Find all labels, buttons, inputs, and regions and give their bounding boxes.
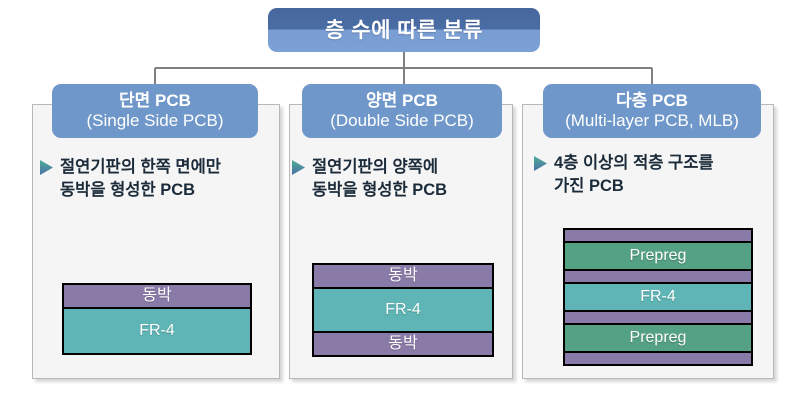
layer-label: 동박 (388, 267, 418, 284)
layer-Prepreg: Prepreg (565, 243, 751, 269)
triangle-right-icon (534, 156, 547, 171)
bullet-single-side: 절연기판의 한쪽 면에만 동박을 형성한 PCB (40, 156, 278, 202)
page-title: 층 수에 따른 분류 (325, 18, 483, 42)
layer-copper-thin (565, 353, 751, 364)
single-side-stack: 동박 FR-4 (62, 283, 252, 355)
layer-copper-thin (565, 312, 751, 323)
layer-label: 동박 (142, 287, 172, 304)
triangle-right-icon (292, 160, 305, 175)
category-title-en: (Single Side PCB) (86, 111, 224, 130)
layer-copper-thin (565, 230, 751, 241)
layer-동박: 동박 (64, 285, 250, 307)
layer-label: FR-4 (139, 322, 175, 339)
category-header-double-side: 양면 PCB (Double Side PCB) (302, 84, 502, 138)
category-header-multi-layer: 다층 PCB (Multi-layer PCB, MLB) (543, 84, 761, 138)
layer-label: 동박 (388, 335, 418, 352)
layer-동박: 동박 (314, 333, 492, 355)
category-title-ko: 단면 PCB (119, 91, 191, 111)
bullet-multi-layer: 4층 이상의 적층 구조를 가진 PCB (534, 152, 782, 198)
category-title-ko: 양면 PCB (366, 91, 438, 111)
layer-copper-thin (565, 271, 751, 282)
layer-label: Prepreg (629, 329, 687, 346)
layer-label: FR-4 (640, 288, 676, 305)
double-side-stack: 동박 FR-4 동박 (312, 263, 494, 357)
triangle-right-icon (40, 160, 53, 175)
layer-label: Prepreg (629, 247, 687, 264)
layer-동박: 동박 (314, 265, 492, 287)
category-title-en: (Double Side PCB) (330, 111, 474, 130)
bullet-text: 4층 이상의 적층 구조를 가진 PCB (554, 154, 714, 195)
category-title-en: (Multi-layer PCB, MLB) (565, 111, 739, 130)
layer-FR-4: FR-4 (314, 289, 492, 331)
diagram-title-box: 층 수에 따른 분류 (268, 8, 540, 52)
category-title-ko: 다층 PCB (616, 91, 688, 111)
bullet-text: 절연기판의 한쪽 면에만 동박을 형성한 PCB (60, 158, 221, 199)
layer-label: FR-4 (385, 301, 421, 318)
bullet-text: 절연기판의 양쪽에 동박을 형성한 PCB (312, 158, 448, 199)
layer-FR-4: FR-4 (565, 284, 751, 310)
bullet-double-side: 절연기판의 양쪽에 동박을 형성한 PCB (292, 156, 514, 202)
category-header-single-side: 단면 PCB (Single Side PCB) (52, 84, 258, 138)
layer-Prepreg: Prepreg (565, 325, 751, 351)
layer-FR-4: FR-4 (64, 309, 250, 353)
